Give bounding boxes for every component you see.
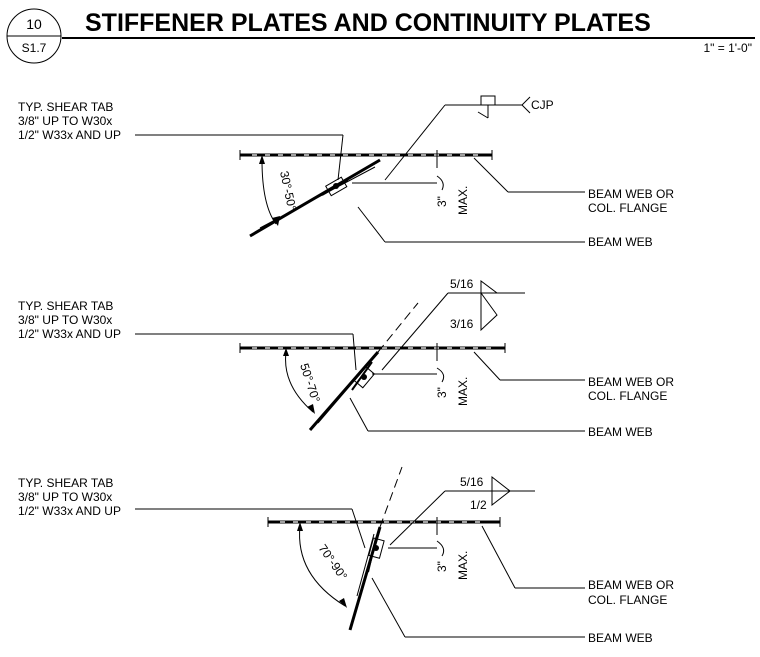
flange-callout-leader [473,351,501,381]
scale-label: 1" = 1'-0" [703,41,752,55]
weld-leader [384,104,446,181]
weld-leader [381,292,449,371]
arc-arrow-top [297,522,303,531]
dim-value: 3" [435,561,449,572]
angle-label: 50°-70° [297,362,323,405]
callout-web: BEAM WEB [588,425,653,439]
weld-groove-symbol [480,95,496,106]
stiffener-edge [356,533,375,597]
callout-flange-line-1: BEAM WEB OR [588,578,674,592]
callout-flange-line-1: BEAM WEB OR [588,375,674,389]
shear-tab-note-line-1: TYP. SHEAR TAB [18,476,113,490]
callout-flange-line-2: COL. FLANGE [588,201,667,215]
detail-2: TYP. SHEAR TAB 3/8" UP TO W30x 1/2" W33x… [18,277,674,439]
weld-bottom: 3/16 [450,317,474,331]
detail-3: TYP. SHEAR TAB 3/8" UP TO W30x 1/2" W33x… [18,466,674,645]
flange-callout-leader [481,525,516,589]
dim-arc [436,540,445,557]
dim-arc [436,175,444,191]
dim-suffix: MAX. [456,186,470,215]
dim-value: 3" [435,387,449,398]
stiffener-centerline [377,302,419,353]
shear-tab-note-line-2: 3/8" UP TO W30x [18,490,112,504]
weld-fillet-top [491,475,512,492]
callout-web: BEAM WEB [588,235,653,249]
flange-callout-leader [473,157,509,193]
shear-tab-leader-drop [352,333,357,371]
bolt-group [368,537,385,559]
arc-arrow-bottom [307,404,315,414]
callout-web: BEAM WEB [588,631,653,645]
page-title: STIFFENER PLATES AND CONTINUITY PLATES [85,9,651,37]
stiffener-plate [308,351,380,431]
callout-flange-line-2: COL. FLANGE [588,389,667,403]
dim-arc [436,367,445,383]
weld-bottom: 1/2 [470,498,487,512]
shear-tab-note-line-3: 1/2" W33x AND UP [18,504,121,518]
shear-tab-note-line-3: 1/2" W33x AND UP [18,327,121,341]
weld-arrow-side-mark-2 [477,111,489,119]
weld-label: CJP [531,98,554,112]
weld-tail-bottom [521,104,531,114]
shear-tab-note-line-1: TYP. SHEAR TAB [18,299,113,313]
bolt [333,183,339,189]
bolt-group [353,366,376,389]
dim-suffix: MAX. [456,377,470,406]
angle-arc [261,159,277,225]
weld-fillet-bottom [491,490,512,507]
shear-tab-note-line-2: 3/8" UP TO W30x [18,313,112,327]
dim-value: 3" [435,196,449,207]
callout-flange-line-1: BEAM WEB OR [588,187,674,201]
weld-top: 5/16 [460,475,484,489]
weld-fillet-top [480,280,499,294]
arc-arrow-bottom [272,216,280,226]
web-callout-leader [371,577,406,638]
angle-label: 30°-50° [277,170,299,213]
shear-tab [367,537,377,573]
weld-top: 5/16 [450,277,474,291]
weld-tail-top [521,96,531,106]
shear-tab-leader-drop [337,134,344,181]
detail-1: TYP. SHEAR TAB 3/8" UP TO W30x 1/2" W33x… [18,95,674,249]
bolt-group [325,176,348,197]
angle-label: 70°-90° [316,542,351,583]
weld-leader [389,490,446,546]
weld-fillet-bottom [480,291,498,332]
dim-suffix: MAX. [456,551,470,580]
callout-flange-line-2: COL. FLANGE [588,593,667,607]
shear-tab-leader-drop [351,508,366,549]
shear-tab-note-line-3: 1/2" W33x AND UP [18,128,121,142]
detail-number: 10 [26,16,42,32]
bolt [373,545,379,551]
title-block: 10 S1.7 STIFFENER PLATES AND CONTINUITY … [6,8,755,64]
sheet-number: S1.7 [22,41,47,55]
stiffener-centerline [379,466,403,528]
web-callout-leader [357,206,386,243]
bolt [361,374,367,380]
arc-arrow-bottom [339,598,347,608]
arc-arrow-top [259,155,265,164]
stiffener-plate [249,158,381,238]
arc-arrow-top [283,348,289,356]
shear-tab-note-line-2: 3/8" UP TO W30x [18,114,112,128]
web-callout-leader [349,397,369,432]
angle-arc [299,525,346,607]
shear-tab-note-line-1: TYP. SHEAR TAB [18,100,113,114]
